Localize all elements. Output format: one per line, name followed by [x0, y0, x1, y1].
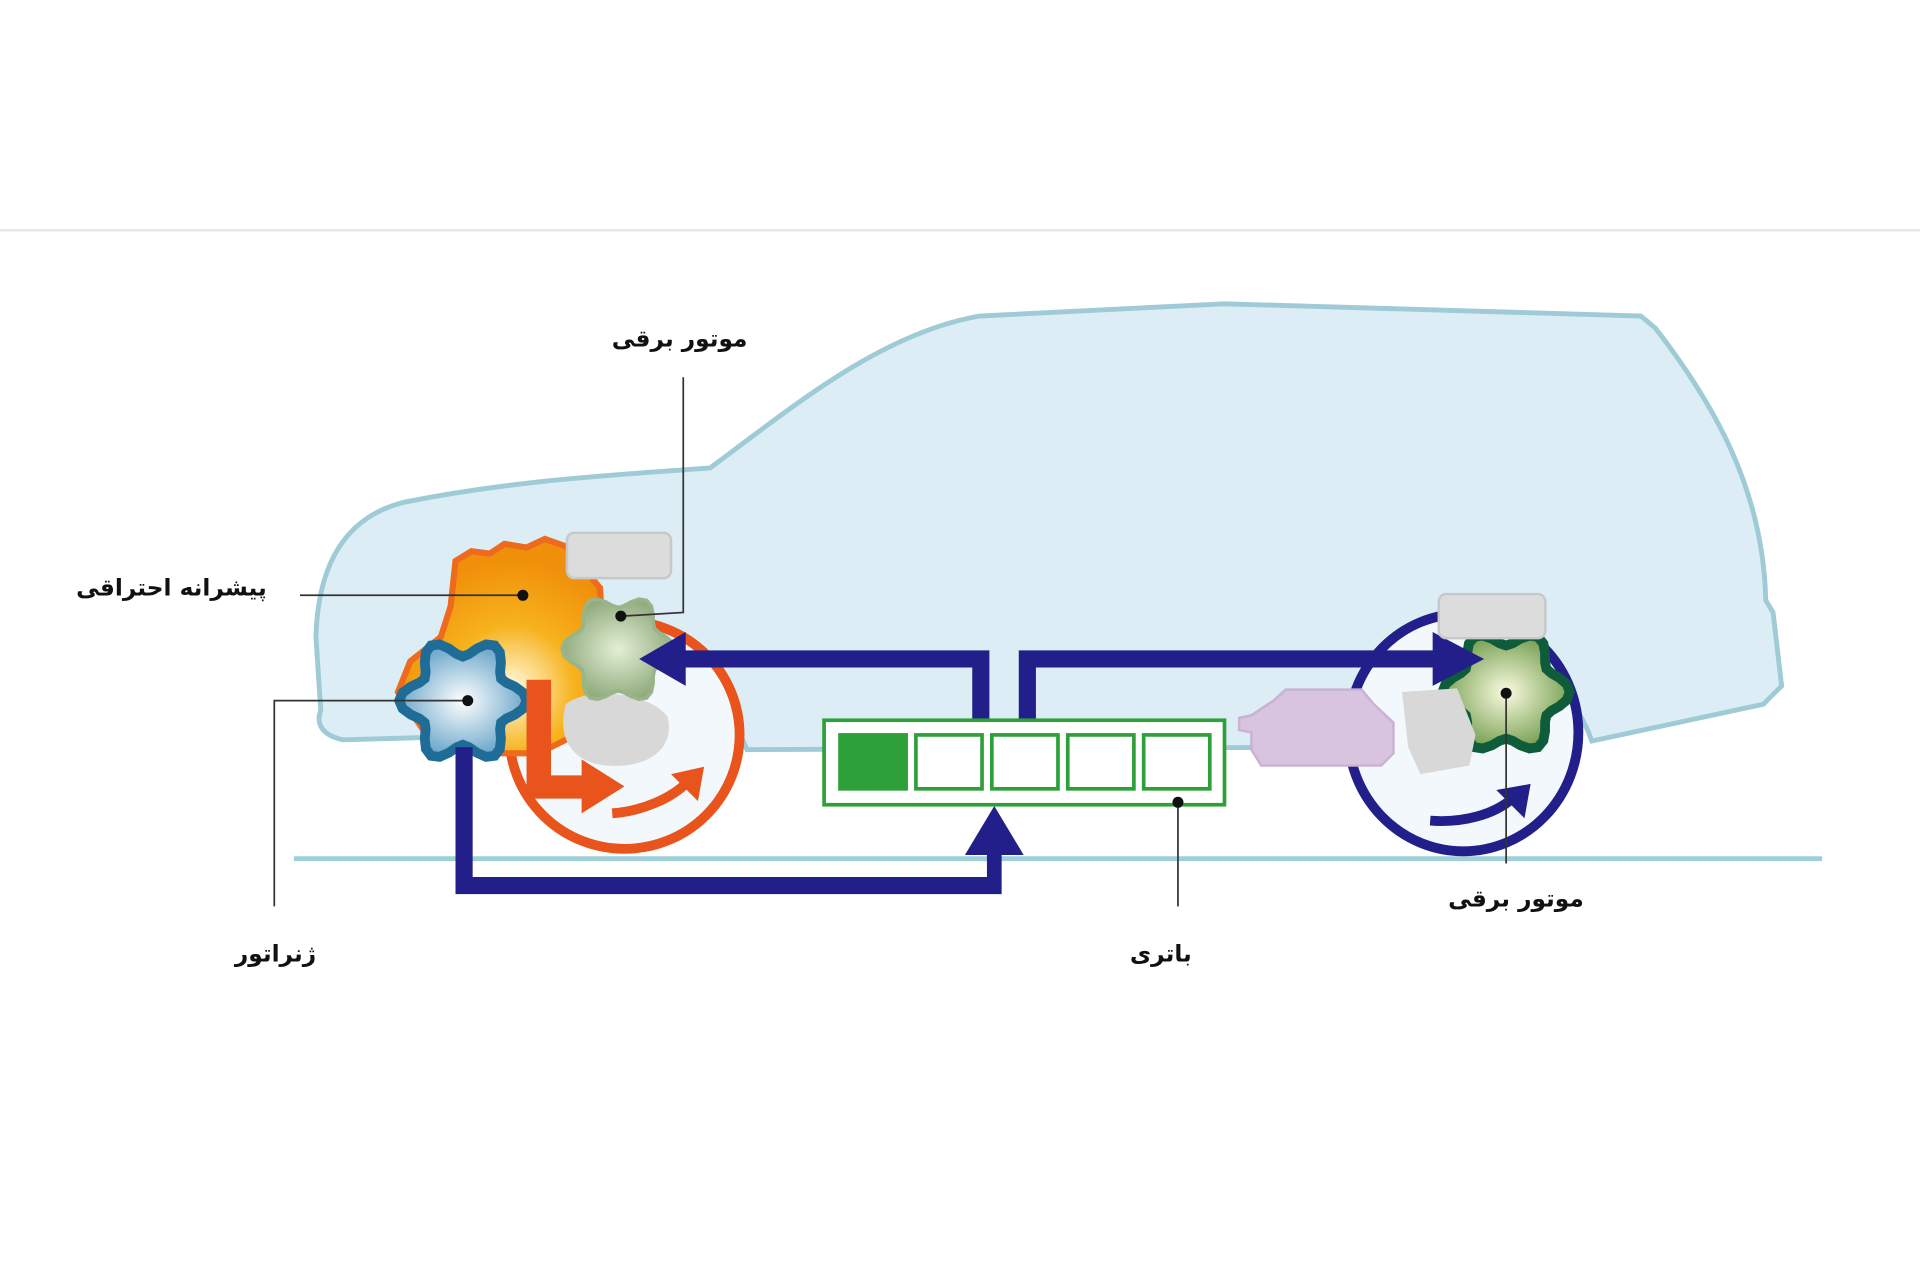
- label-rear-motor: موتور برقی: [1448, 885, 1584, 912]
- label-generator: ژنراتور: [234, 941, 316, 968]
- label-battery: باتری: [1130, 941, 1192, 968]
- engine-cover: [565, 531, 673, 580]
- label-front-motor: موتور برقی: [612, 326, 748, 353]
- front-motor-gear-icon: [560, 597, 677, 702]
- flow-to-rear-motor: [1018, 632, 1485, 720]
- engine-power-arrow: [526, 679, 625, 814]
- rear-motor-cover: [1437, 592, 1547, 640]
- battery-cell-empty: [1065, 733, 1136, 791]
- dot-engine: [517, 589, 529, 601]
- label-engine: پیشرانه احتراقی: [76, 574, 267, 601]
- front-rotation-arrow: [611, 777, 692, 819]
- dot-front-motor: [615, 610, 627, 622]
- front-rotation-arrowhead: [671, 766, 705, 802]
- fuel-tank: [1237, 688, 1395, 767]
- rear-gearbox: [1402, 688, 1476, 775]
- dot-rear-motor: [1500, 687, 1512, 699]
- battery-cell-filled: [838, 733, 908, 791]
- transmission-block: [563, 693, 669, 766]
- flow-to-front-motor: [639, 632, 990, 720]
- leader-generator: [273, 699, 468, 907]
- battery-cell-empty: [990, 733, 1060, 791]
- rear-rotation-arrowhead: [1496, 783, 1531, 819]
- battery-cell-empty: [914, 733, 984, 791]
- leader-front-motor: [621, 377, 685, 617]
- dot-generator: [462, 695, 474, 707]
- dot-battery: [1172, 796, 1184, 808]
- battery-cell-empty: [1141, 733, 1212, 791]
- flow-generator-to-battery: [455, 747, 1024, 895]
